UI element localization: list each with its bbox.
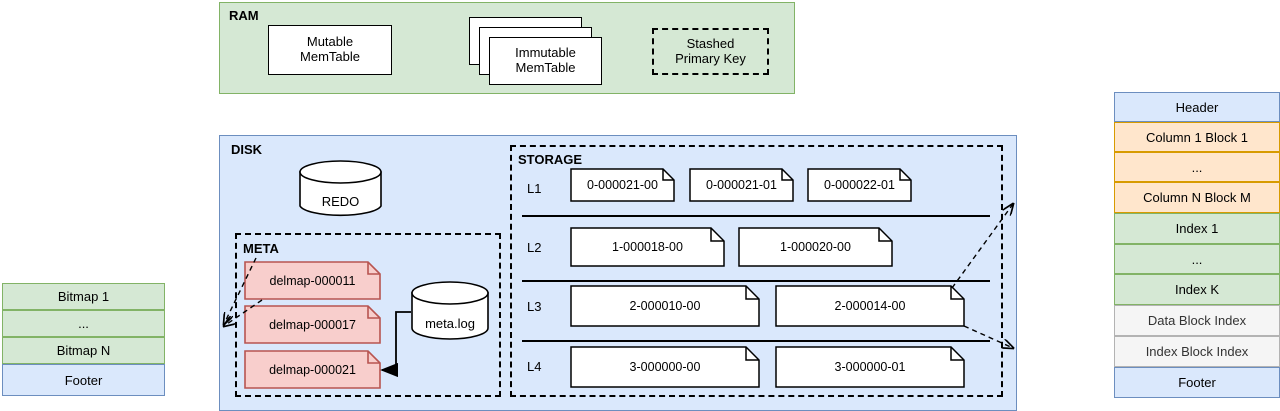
redo-cylinder-label: REDO (321, 193, 360, 209)
sst-file-label: 3-000000-01 (834, 360, 906, 374)
sst-file-note: 2-000014-00 (775, 285, 965, 327)
right-panel-row: Index K (1114, 274, 1280, 305)
storage-level-label-l4: L4 (527, 358, 542, 374)
stashed-primary-key-label-line1: Stashed (686, 35, 735, 51)
sst-file-label: 1-000018-00 (612, 240, 683, 254)
sst-file-label: 3-000000-00 (629, 360, 701, 374)
right-panel-row: Index 1 (1114, 213, 1280, 244)
immutable-memtable-label-line2: MemTable (515, 60, 576, 75)
sst-file-note: 3-000000-01 (775, 346, 965, 388)
right-panel-row: Header (1114, 92, 1280, 122)
stashed-primary-key-box: Stashed Primary Key (652, 28, 769, 75)
sst-file-note: 0-000022-01 (807, 168, 912, 202)
right-panel-row: Footer (1114, 367, 1280, 398)
left-panel-row: ... (2, 310, 165, 337)
redo-cylinder: REDO (299, 160, 382, 218)
delmap-note: delmap-000021 (244, 350, 381, 389)
storage-level-separator-1 (522, 215, 990, 217)
storage-level-label-l2: L2 (527, 239, 542, 255)
sst-file-note: 0-000021-00 (570, 168, 675, 202)
sst-file-label: 0-000021-00 (587, 178, 658, 192)
mutable-memtable-box: Mutable MemTable (268, 25, 392, 75)
immutable-memtable-box-front: Immutable MemTable (489, 37, 602, 85)
sst-file-note: 3-000000-00 (570, 346, 760, 388)
stashed-primary-key-label-line2: Primary Key (675, 50, 746, 66)
delmap-note-label: delmap-000011 (269, 273, 356, 288)
sst-file-note: 1-000020-00 (738, 227, 893, 267)
left-panel-row: Bitmap 1 (2, 283, 165, 310)
delmap-note-label: delmap-000021 (269, 362, 356, 377)
right-panel-row: ... (1114, 152, 1280, 182)
left-panel-row: Bitmap N (2, 337, 165, 364)
sst-file-label: 2-000014-00 (834, 299, 906, 313)
sst-file-label: 2-000010-00 (629, 299, 701, 313)
delmap-note: delmap-000017 (244, 305, 381, 344)
disk-region-label: DISK (231, 142, 263, 157)
left-panel-row: Footer (2, 364, 165, 396)
right-panel-row: Column 1 Block 1 (1114, 122, 1280, 152)
meta-log-cylinder: meta.log (411, 281, 489, 341)
right-panel-row: ... (1114, 244, 1280, 274)
sst-file-note: 0-000021-01 (689, 168, 794, 202)
delmap-note-label: delmap-000017 (269, 317, 356, 332)
storage-level-separator-3 (522, 340, 990, 342)
storage-level-label-l3: L3 (527, 298, 542, 314)
sst-file-label: 1-000020-00 (780, 240, 851, 254)
sst-file-note: 2-000010-00 (570, 285, 760, 327)
storage-level-label-l1: L1 (527, 180, 542, 196)
right-panel-row: Column N Block M (1114, 182, 1280, 213)
storage-level-separator-2 (522, 280, 990, 282)
sst-file-label: 0-000022-01 (824, 178, 895, 192)
mutable-memtable-label-line1: Mutable (306, 34, 354, 50)
delmap-note: delmap-000011 (244, 261, 381, 300)
immutable-memtable-label-line1: Immutable (515, 45, 576, 61)
sst-file-note: 1-000018-00 (570, 227, 725, 267)
right-panel-row: Data Block Index (1114, 305, 1280, 336)
storage-group-label: STORAGE (518, 152, 583, 167)
ram-region-label: RAM (229, 8, 259, 23)
meta-group-label: META (243, 241, 279, 256)
meta-log-cylinder-label: meta.log (425, 315, 475, 331)
right-panel-row: Index Block Index (1114, 336, 1280, 367)
sst-file-label: 0-000021-01 (706, 178, 777, 192)
mutable-memtable-label-line2: MemTable (300, 49, 360, 64)
